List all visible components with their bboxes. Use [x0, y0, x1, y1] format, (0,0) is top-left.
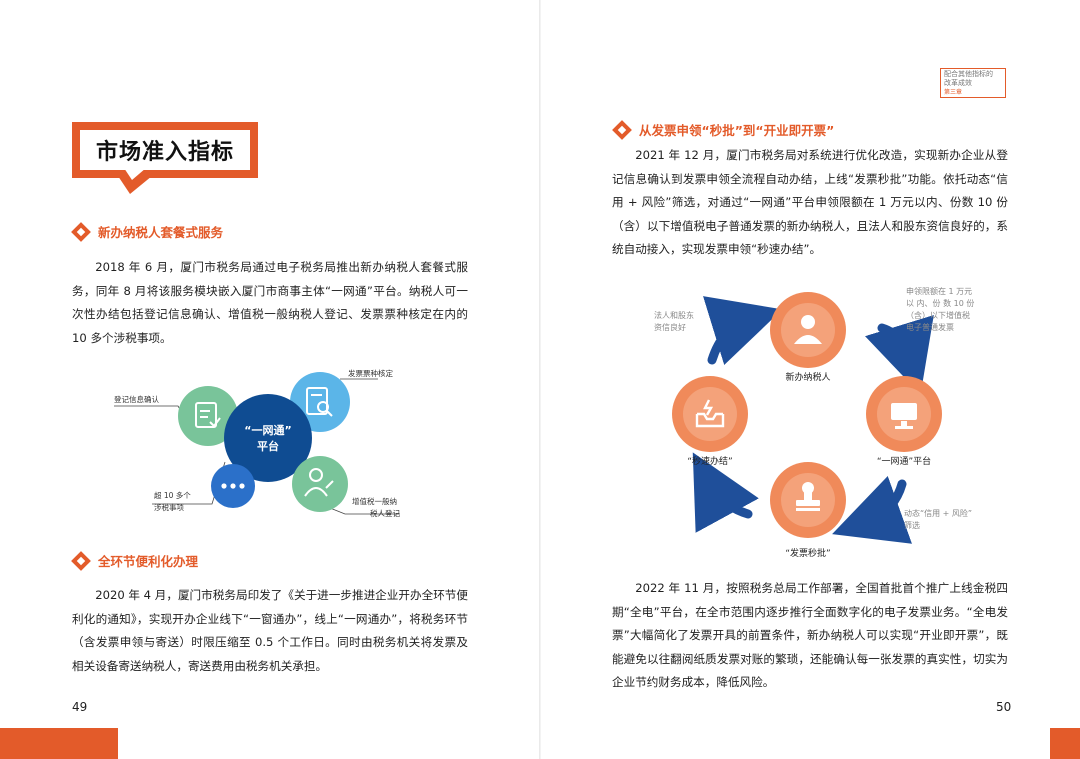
note-top-left-line1: 法人和股东 — [654, 310, 694, 320]
title-speech-tail — [118, 176, 152, 194]
inbox-icon — [695, 399, 725, 428]
section1-paragraph: 2018 年 6 月，厦门市税务局通过电子税务局推出新办纳税人套餐式服务，同年 … — [72, 260, 468, 345]
left-page: 市场准入指标 新办纳税人套餐式服务 2018 年 6 月，厦门市税务局通过电子税… — [0, 0, 540, 759]
connector-top-left — [114, 405, 185, 417]
dots-icon — [221, 483, 245, 489]
chapter-header-line2: 改革成效 — [944, 79, 972, 87]
person-icon — [794, 315, 822, 344]
note-top-right-line1: 申领限额在 1 万元 — [906, 286, 972, 296]
cycle-arrow-top-right — [864, 314, 934, 395]
node-bottom-label: “发票秒批” — [785, 547, 830, 559]
note-top-right-line3: （含）以下增值税 — [906, 310, 970, 320]
cycle-arrow-top-left — [702, 296, 783, 366]
section-heading-3: 从发票申领“秒批”到“开业即开票” — [612, 119, 835, 140]
note-top-right-line2: 以 内、份 数 10 份 — [906, 298, 974, 308]
node-vat-register — [292, 456, 348, 512]
section4-paragraph: 2022 年 11 月，按照税务总局工作部署，全国首批首个推广上线金税四期“全电… — [612, 581, 1008, 689]
stamp-icon — [796, 482, 820, 511]
node-right-label: “一网通”平台 — [877, 455, 931, 467]
label-invoice-type: 发票票种核定 — [348, 368, 393, 378]
diamond-bullet-icon — [71, 550, 91, 571]
diamond-bullet-icon — [71, 221, 91, 242]
cycle-arrow-bottom-right — [832, 475, 913, 544]
node-one-network — [866, 376, 942, 452]
section-heading-text: 全环节便利化办理 — [98, 554, 199, 569]
section-heading-text: 新办纳税人套餐式服务 — [98, 225, 224, 240]
node-center-platform — [224, 394, 312, 482]
label-register-info: 登记信息确认 — [114, 394, 159, 404]
section-heading-1: 新办纳税人套餐式服务 — [71, 221, 224, 242]
checklist-icon — [195, 402, 221, 428]
node-invoice-instant — [770, 462, 846, 538]
main-title: 市场准入指标 — [95, 140, 234, 165]
page-number-left: 49 — [72, 700, 88, 714]
one-network-platform-diagram: “一网通” 平台 登记信息确认 发票票种核定 超 10 多个 涉税事项 增值税一… — [114, 368, 400, 518]
user-pen-icon — [304, 468, 334, 497]
title-box: 市场准入指标 — [80, 130, 250, 170]
chapter-header-line1: 配合其他指标的 — [944, 70, 993, 78]
label-vat-line2: 税人登记 — [370, 508, 400, 518]
note-bottom-right-line1: 动态“信用 + 风险” — [904, 508, 972, 518]
node-top-label: 新办纳税人 — [785, 371, 830, 383]
note-top-right-line4: 电子普通发票 — [906, 322, 954, 332]
center-label-line2: 平台 — [257, 439, 279, 453]
book-gutter — [539, 0, 541, 759]
chapter-label: 第三章 — [944, 89, 963, 96]
label-vat-line1: 增值税一般纳 — [352, 496, 397, 506]
section-heading-2: 全环节便利化办理 — [71, 550, 199, 571]
monitor-icon — [891, 403, 917, 429]
invoice-search-icon — [306, 387, 333, 417]
bottom-accent-bar-left — [0, 728, 118, 759]
title-speech-tail-inner — [124, 168, 146, 180]
label-more-items-line1: 超 10 多个 — [154, 490, 191, 500]
invoice-cycle-diagram: 新办纳税人 “一网通”平台 “发票秒批” “秒速办结” 法人和股东 资 — [654, 286, 974, 559]
section-heading-text: 从发票申领“秒批”到“开业即开票” — [639, 123, 835, 138]
node-left-label: “秒速办结” — [687, 455, 732, 467]
note-top-left-line2: 资信良好 — [654, 322, 686, 332]
note-bottom-right-line2: 筛选 — [904, 520, 920, 530]
center-label-line1: “一网通” — [244, 424, 291, 437]
chapter-header-box: 配合其他指标的 改革成效 第三章 — [940, 68, 1006, 98]
cycle-arrow-bottom-left — [692, 452, 759, 533]
node-instant-done — [672, 376, 748, 452]
node-new-taxpayer — [770, 292, 846, 368]
label-more-items-line2: 涉税事项 — [154, 502, 184, 512]
diamond-bullet-icon — [612, 119, 632, 140]
page-number-right: 50 — [996, 700, 1012, 714]
bottom-accent-bar-right — [1050, 728, 1080, 759]
section3-paragraph: 2021 年 12 月，厦门市税务局对系统进行优化改造，实现新办企业从登记信息确… — [612, 148, 1008, 256]
section2-paragraph: 2020 年 4 月，厦门市税务局印发了《关于进一步推进企业开办全环节便利化的通… — [72, 588, 468, 673]
